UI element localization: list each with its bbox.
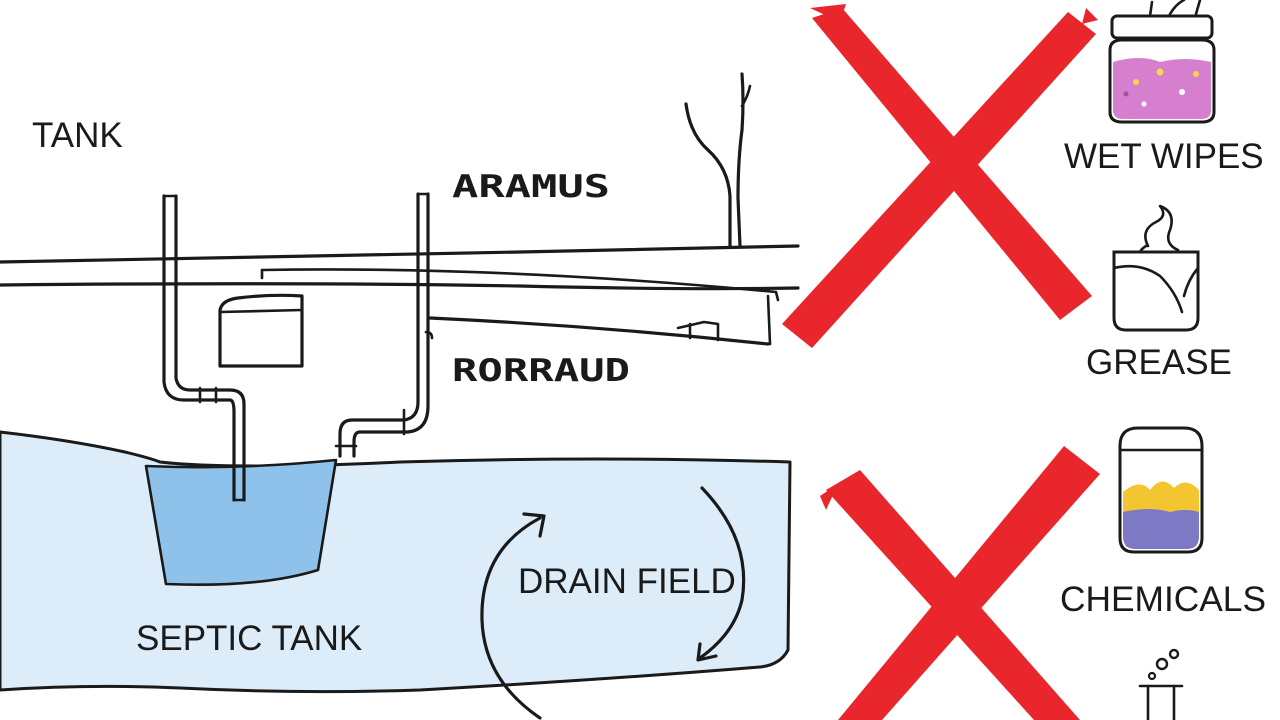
- flask-icon: [1138, 648, 1184, 720]
- outlet-pipe: [334, 192, 434, 458]
- tree-sketch: [684, 72, 752, 248]
- prohibited-cross-top: [782, 4, 1098, 348]
- inlet-pipe: [162, 194, 246, 502]
- septic-tank-label: SEPTIC TANK: [136, 619, 362, 658]
- tank-label: TANK: [32, 116, 123, 155]
- flow-arrows: [480, 486, 746, 720]
- inspection-box: [218, 293, 304, 368]
- distribution-box: [676, 320, 720, 342]
- wipes-jar-icon: [1108, 0, 1216, 124]
- drain-field-label: DRAIN FIELD: [518, 562, 736, 601]
- ground-lines: [0, 244, 800, 346]
- chemical-jar-icon: [1118, 426, 1204, 554]
- mid-stencil-label: RORRAUD: [452, 353, 630, 389]
- top-stencil-label: ARAMUS: [452, 169, 610, 205]
- grease-label: GREASE: [1086, 343, 1232, 382]
- grease-container-icon: [1112, 204, 1200, 332]
- wet-wipes-label: WET WIPES: [1064, 137, 1264, 176]
- prohibited-cross-bottom: [820, 446, 1100, 720]
- septic-tank-water: [144, 458, 338, 587]
- chemicals-label: CHEMICALS: [1060, 580, 1266, 619]
